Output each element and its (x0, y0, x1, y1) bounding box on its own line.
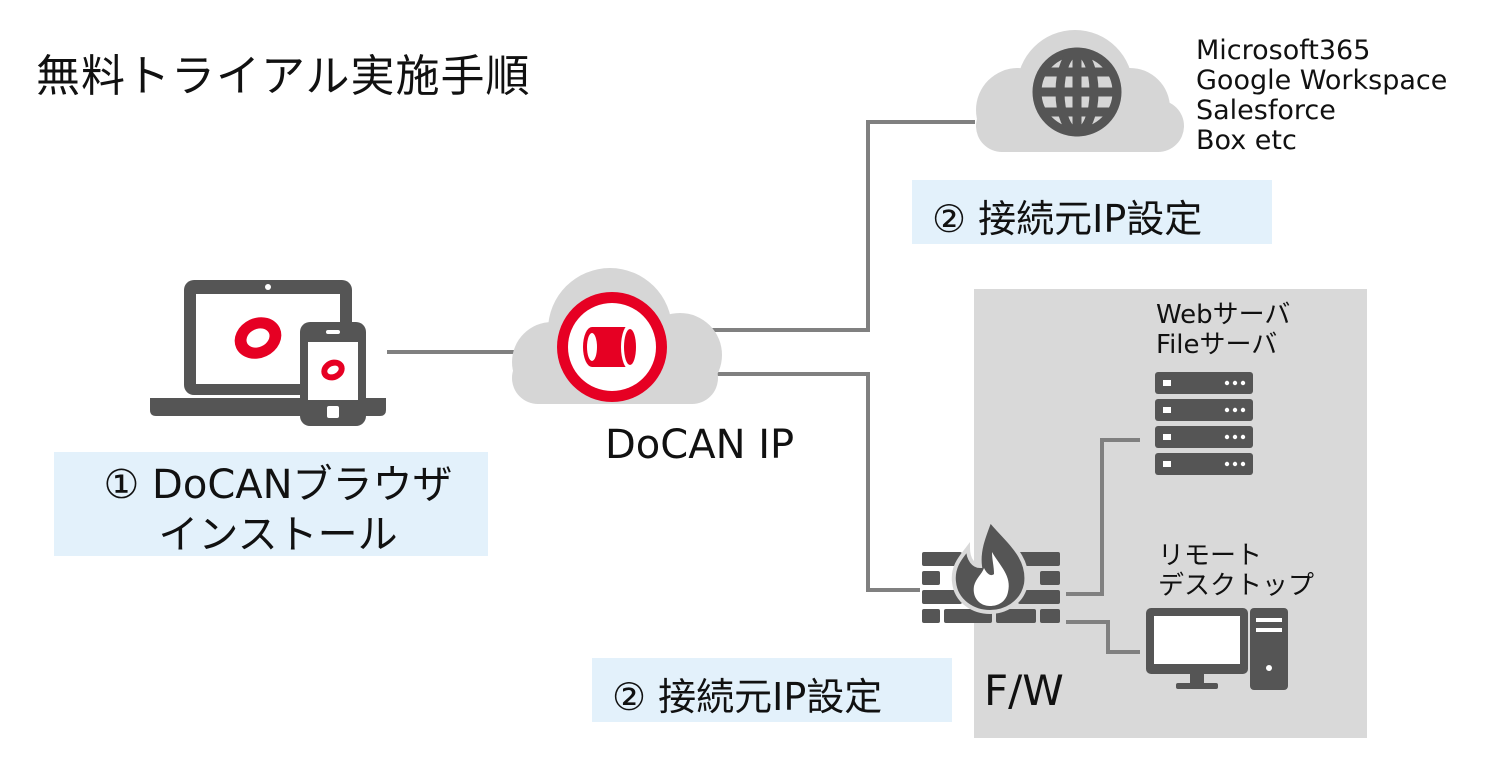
line-firewall-to-servers (1066, 438, 1140, 596)
server-label-web: Webサーバ (1156, 300, 1291, 330)
connection-lines (387, 120, 1140, 654)
line-docan-to-cloud (686, 120, 975, 332)
step-browser-install-line2: インストール (158, 512, 398, 558)
remote-desktop-label: リモート デスクトップ (1158, 541, 1314, 601)
line-firewall-to-desktop (1066, 620, 1140, 654)
firewall-label: F/W (984, 666, 1064, 715)
server-label-file: Fileサーバ (1156, 330, 1278, 360)
server-label: Webサーバ Fileサーバ (1156, 300, 1290, 360)
firewall-icon (922, 516, 1060, 623)
docan-ip-label: DoCAN IP (605, 422, 795, 468)
step-ip-setting-top: ② 接続元IP設定 (932, 197, 1203, 241)
smartphone-icon (300, 322, 366, 426)
step-label-box-ip-top (912, 180, 1272, 244)
step-browser-install-line1: ① DoCANブラウザ (103, 462, 453, 508)
line-docan-to-firewall (716, 372, 920, 592)
step-ip-setting-bottom: ② 接続元IP設定 (612, 675, 883, 719)
server-rack-icon (1155, 372, 1253, 475)
docan-logo-icon (557, 292, 667, 402)
cloud-service-item: Google Workspace (1196, 65, 1448, 96)
step-browser-install: ① DoCANブラウザ インストール (78, 460, 478, 560)
desktop-computer-icon (1146, 608, 1288, 690)
page-title: 無料トライアル実施手順 (36, 51, 531, 102)
step-label-box-browser (54, 452, 488, 556)
remote-desktop-label-line1: リモート (1158, 541, 1263, 571)
remote-desktop-label-line2: デスクトップ (1158, 571, 1315, 601)
cloud-services-list: Microsoft365 Google Workspace Salesforce… (1196, 36, 1447, 156)
docan-mini-logo-phone (321, 359, 345, 381)
cloud-service-item: Box etc (1196, 125, 1297, 156)
cloud-service-item: Salesforce (1196, 95, 1336, 126)
step-label-box-ip-bottom (592, 658, 952, 722)
docan-mini-logo-laptop (234, 317, 282, 359)
cloud-service-item: Microsoft365 (1196, 35, 1371, 66)
globe-icon (1032, 47, 1122, 137)
